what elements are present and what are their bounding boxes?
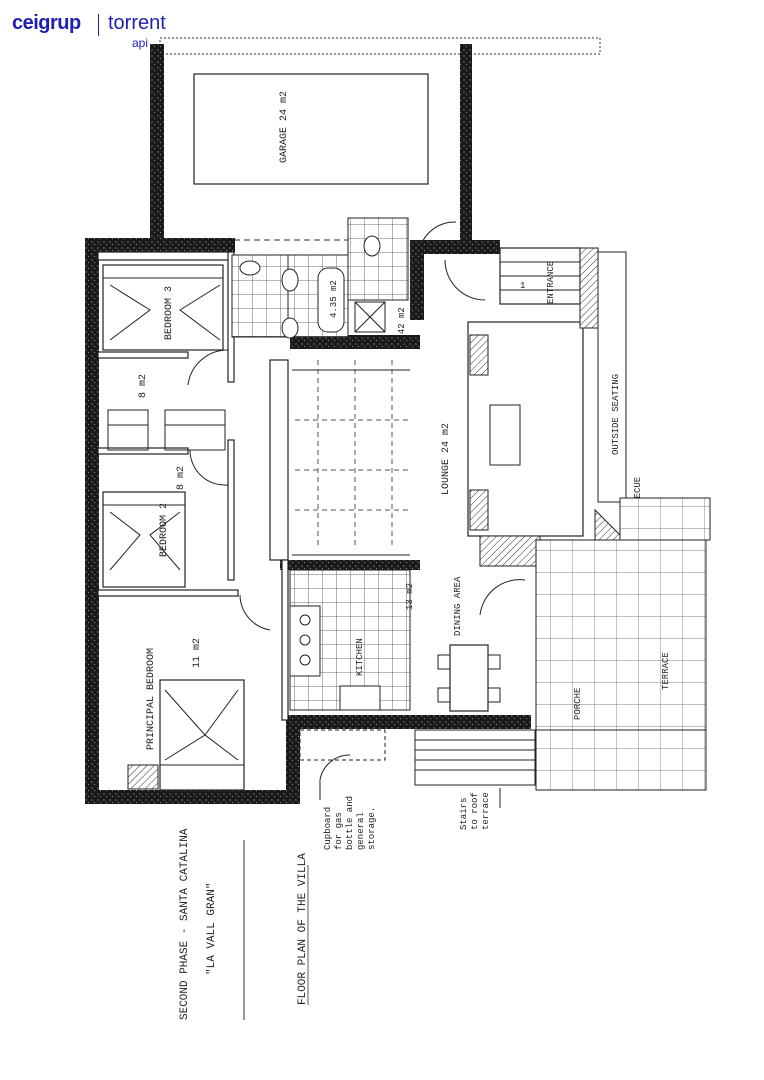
lounge-label: LOUNGE 24 m2 [441,423,452,495]
logo-brand-tertiary: api [132,36,149,50]
interior-walls [97,251,289,721]
garage: GARAGE 24 m2 [150,44,472,254]
wardrobes [107,409,226,451]
terrace: TERRACE PORCHE [535,497,711,791]
top-boundary [159,37,601,55]
shower-area: 2.42 m2 [397,307,407,345]
garage-label: GARAGE 24 m2 [279,91,290,163]
principal-bedroom-area: 11 m2 [192,638,203,668]
logo-brand-primary: ceigrup [12,12,81,34]
bedroom-2-area: 8 m2 [176,466,187,490]
kitchen-area: 13 m2 [405,583,415,610]
cupboard-note-1: Cupboard [323,807,333,850]
bedroom-2-label: BEDROOM 2 [159,503,170,557]
title-block: SECOND PHASE - SANTA CATALINA "LA VALL G… [179,828,309,1020]
stairs-note: Stairs to roof terrace [459,792,491,830]
dining-label: DINING AREA [453,576,463,636]
entrance-step: 1 [520,281,525,291]
cupboard-note: Cupboard for gas bottle and general stor… [323,796,377,850]
cupboard-note-3: bottle and [345,796,355,850]
entrance: ENTRANCE 1 [419,221,599,329]
cupboard [299,729,386,800]
company-logo: ceigrup torrent api [12,10,182,50]
logo-brand-secondary: torrent [108,12,166,34]
title-line-3: FLOOR PLAN OF THE VILLA [297,853,309,1005]
stairs [414,729,536,808]
title-line-1: SECOND PHASE - SANTA CATALINA [179,828,191,1020]
exterior-walls [85,238,531,804]
porche-label: PORCHE [573,688,583,720]
cupboard-note-2: for gas [334,812,344,850]
bathrooms: 4.35 m2 2.42 m2 [231,217,409,345]
cupboard-note-4: general [356,812,366,850]
outside-seating-label: OUTSIDE SEATING [611,374,621,455]
bath-area: 4.35 m2 [329,280,339,318]
lounge: LOUNGE 24 m2 [292,321,584,567]
bedroom-3-label: BEDROOM 3 [164,286,175,340]
bedroom-3: BEDROOM 3 8 m2 [102,264,229,398]
terrace-label: TERRACE [661,652,671,690]
bedroom-2: BEDROOM 2 8 m2 [102,449,229,588]
stairs-note-1: Stairs [459,798,469,830]
principal-bedroom-label: PRINCIPAL BEDROOM [146,648,157,750]
dining-area: DINING AREA [437,576,526,712]
entrance-label: ENTRANCE [546,261,556,304]
kitchen-label: KITCHEN [355,638,365,676]
title-line-2: "LA VALL GRAN" [206,883,218,975]
logo-separator [98,14,99,36]
stairs-note-2: to roof [470,792,480,830]
bedroom-3-area: 8 m2 [138,374,149,398]
kitchen: KITCHEN 13 m2 [289,569,415,711]
cupboard-note-5: storage. [367,807,377,850]
stairs-note-3: terrace [481,792,491,830]
principal-bedroom: PRINCIPAL BEDROOM 11 m2 [127,594,271,791]
